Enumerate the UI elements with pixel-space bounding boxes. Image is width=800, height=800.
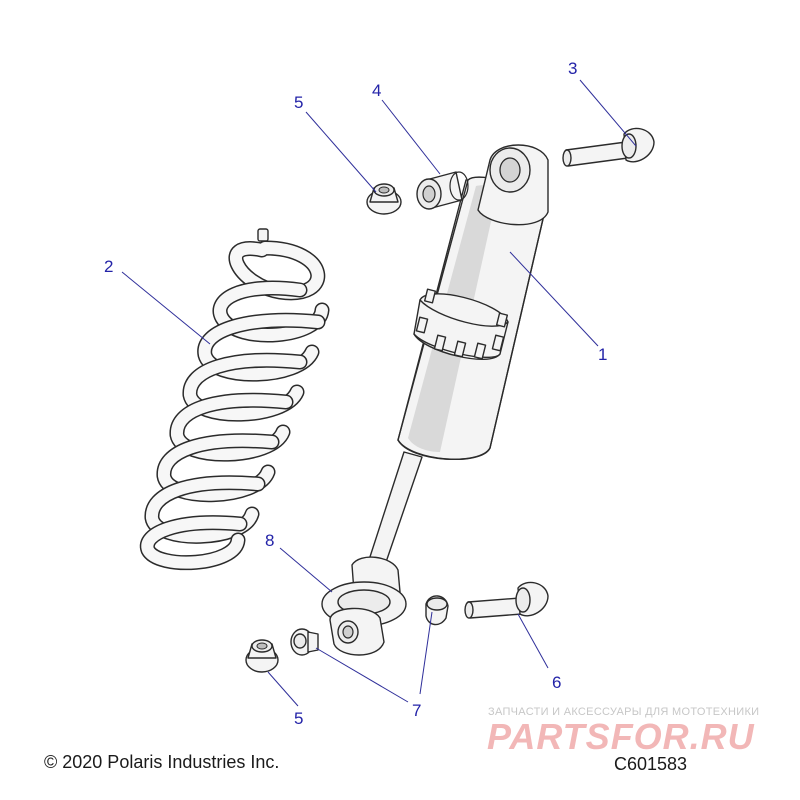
bushing-right (425, 595, 449, 626)
callout-2: 2 (104, 257, 113, 276)
flange-nut-upper (366, 183, 402, 215)
spring-end-tab (257, 228, 269, 242)
leader-lines (121, 79, 637, 707)
callout-5-upper: 5 (294, 93, 303, 112)
callout-7: 7 (412, 701, 421, 720)
bushing-left (290, 628, 319, 656)
copyright-text: © 2020 Polaris Industries Inc. (44, 752, 280, 772)
watermark-tagline: ЗАПЧАСТИ И АКСЕССУАРЫ ДЛЯ МОТОТЕХНИКИ (488, 706, 760, 718)
spacer-sleeve (416, 171, 469, 210)
shock-absorber (321, 144, 549, 656)
lower-bolt (464, 581, 549, 619)
flange-nut-lower (245, 639, 279, 673)
callout-6: 6 (552, 673, 561, 692)
drawing-code: C601583 (614, 754, 688, 774)
callout-4: 4 (372, 81, 381, 100)
callout-5-lower: 5 (294, 709, 303, 728)
callout-labels: 1 2 3 4 5 5 6 7 8 (104, 59, 607, 728)
callout-8: 8 (265, 531, 274, 550)
coil-spring (139, 228, 330, 571)
callout-1: 1 (598, 345, 607, 364)
shock-shaft (367, 451, 423, 569)
callout-3: 3 (568, 59, 577, 78)
watermark-logo: PARTSFOR.RU (487, 716, 755, 757)
upper-bolt (562, 127, 655, 167)
